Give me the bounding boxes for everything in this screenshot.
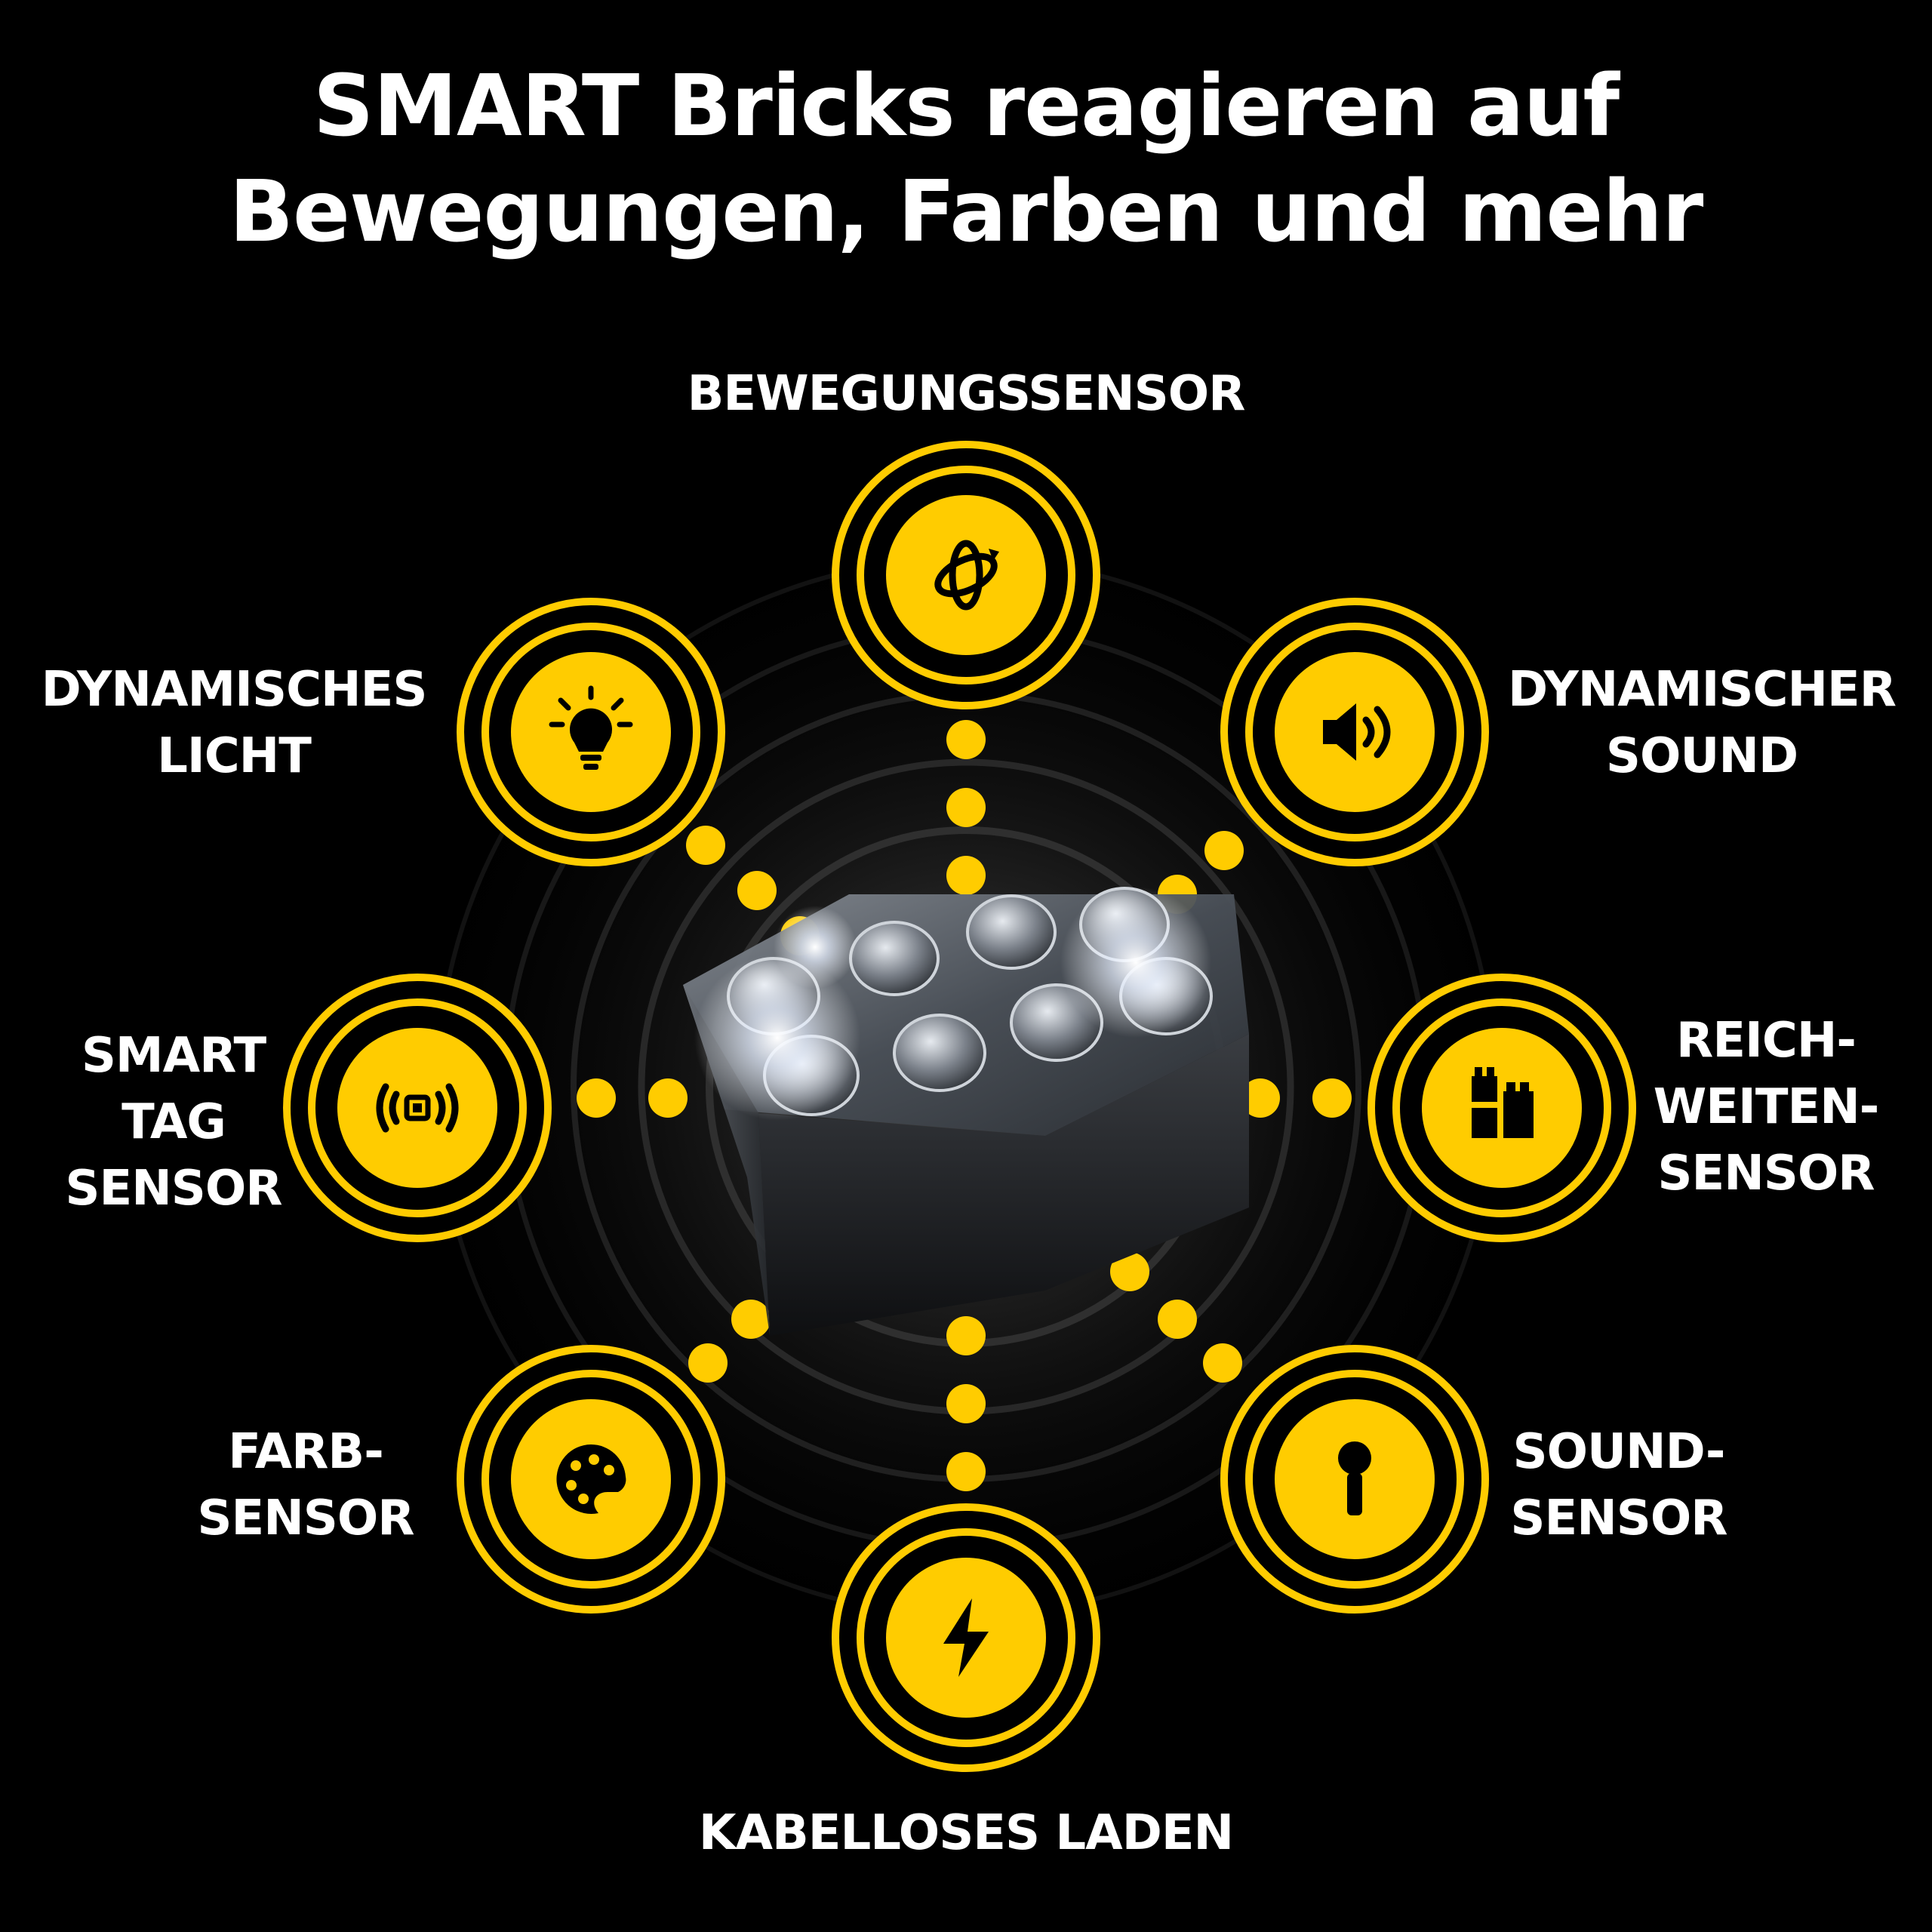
feature-node-motion xyxy=(832,441,1100,709)
feature-node-mic xyxy=(1220,1345,1489,1614)
label-line: SMART xyxy=(81,1028,266,1084)
label-motion-sensor: BEWEGUNGSSENSOR xyxy=(664,361,1268,427)
bricks-range-icon xyxy=(1472,1067,1534,1138)
label-line: DYNAMISCHES xyxy=(41,662,428,718)
connector-dot xyxy=(946,1452,986,1491)
feature-node-range xyxy=(1367,974,1636,1242)
motion-orbit-icon xyxy=(934,540,999,611)
connector-dot xyxy=(946,856,986,895)
brick-front-face xyxy=(758,1034,1249,1336)
label-line: SENSOR xyxy=(1510,1491,1727,1546)
feature-nodes xyxy=(283,441,1636,1772)
smart-brick xyxy=(683,887,1249,1336)
connector-dot xyxy=(1204,831,1244,870)
headline-line-1: SMART Bricks reagieren auf xyxy=(312,57,1620,155)
label-dynamic-sound: DYNAMISCHER SOUND xyxy=(1487,657,1917,789)
microphone-icon xyxy=(1338,1441,1371,1515)
label-line: SENSOR xyxy=(1657,1146,1875,1201)
label-line: SOUND xyxy=(1605,728,1798,784)
feature-node-charge xyxy=(832,1503,1100,1772)
light-flare xyxy=(774,906,857,989)
label-smart-tag-sensor: SMART TAG SENSOR xyxy=(53,1023,294,1222)
headline-line-2: Bewegungen, Farben und mehr xyxy=(229,163,1704,261)
light-flare xyxy=(1060,887,1211,1038)
brick-side-face xyxy=(683,985,770,1336)
label-color-sensor: FARB- SENSOR xyxy=(177,1419,434,1552)
connector-dot xyxy=(731,1300,771,1339)
node-disc xyxy=(1422,1028,1582,1188)
feature-node-sound xyxy=(1220,598,1489,866)
label-line: SOUND- xyxy=(1512,1424,1726,1480)
feature-node-light xyxy=(457,598,725,866)
stud xyxy=(849,921,940,996)
connector-dot xyxy=(946,788,986,827)
label-line: TAG xyxy=(122,1094,226,1150)
connector-dot xyxy=(1241,1078,1280,1118)
label-line: SENSOR xyxy=(197,1491,414,1546)
label-range-sensor: REICH- WEITEN- SENSOR xyxy=(1641,1008,1890,1207)
label-line: REICH- xyxy=(1676,1013,1857,1069)
label-line: FARB- xyxy=(228,1424,384,1480)
connector-dot xyxy=(946,1384,986,1423)
lightbulb-icon xyxy=(549,685,633,770)
label-line: SENSOR xyxy=(65,1161,282,1217)
stud xyxy=(893,1014,986,1092)
node-disc xyxy=(886,495,1046,655)
connector-dot xyxy=(1312,1078,1352,1118)
connector-dot xyxy=(688,1343,728,1383)
connector-dot xyxy=(648,1078,688,1118)
feature-node-color xyxy=(457,1345,725,1614)
light-flare xyxy=(694,955,860,1121)
connector-dot xyxy=(946,720,986,759)
connector-dot xyxy=(1158,1300,1197,1339)
label-line: WEITEN- xyxy=(1653,1079,1880,1135)
connector-dot xyxy=(577,1078,616,1118)
connector-dot xyxy=(686,826,725,865)
connector-dot xyxy=(737,871,777,910)
smart-tag-icon xyxy=(376,1083,459,1133)
lightning-icon xyxy=(943,1598,989,1677)
label-line: KABELLOSES LADEN xyxy=(698,1805,1234,1861)
connector-dot xyxy=(1203,1343,1242,1383)
label-line: DYNAMISCHER xyxy=(1507,662,1897,718)
feature-node-tag xyxy=(283,974,552,1242)
speaker-icon xyxy=(1323,703,1391,761)
label-wireless-charging: KABELLOSES LADEN xyxy=(664,1800,1268,1866)
connector-dot xyxy=(1110,1252,1149,1291)
label-dynamic-light: DYNAMISCHES LICHT xyxy=(23,657,445,789)
palette-icon xyxy=(556,1444,626,1514)
connector-dot xyxy=(946,1316,986,1355)
label-sound-sensor: SOUND- SENSOR xyxy=(1494,1419,1743,1552)
label-line: LICHT xyxy=(157,728,312,784)
label-line: BEWEGUNGSSENSOR xyxy=(687,366,1246,422)
stud xyxy=(966,894,1057,970)
